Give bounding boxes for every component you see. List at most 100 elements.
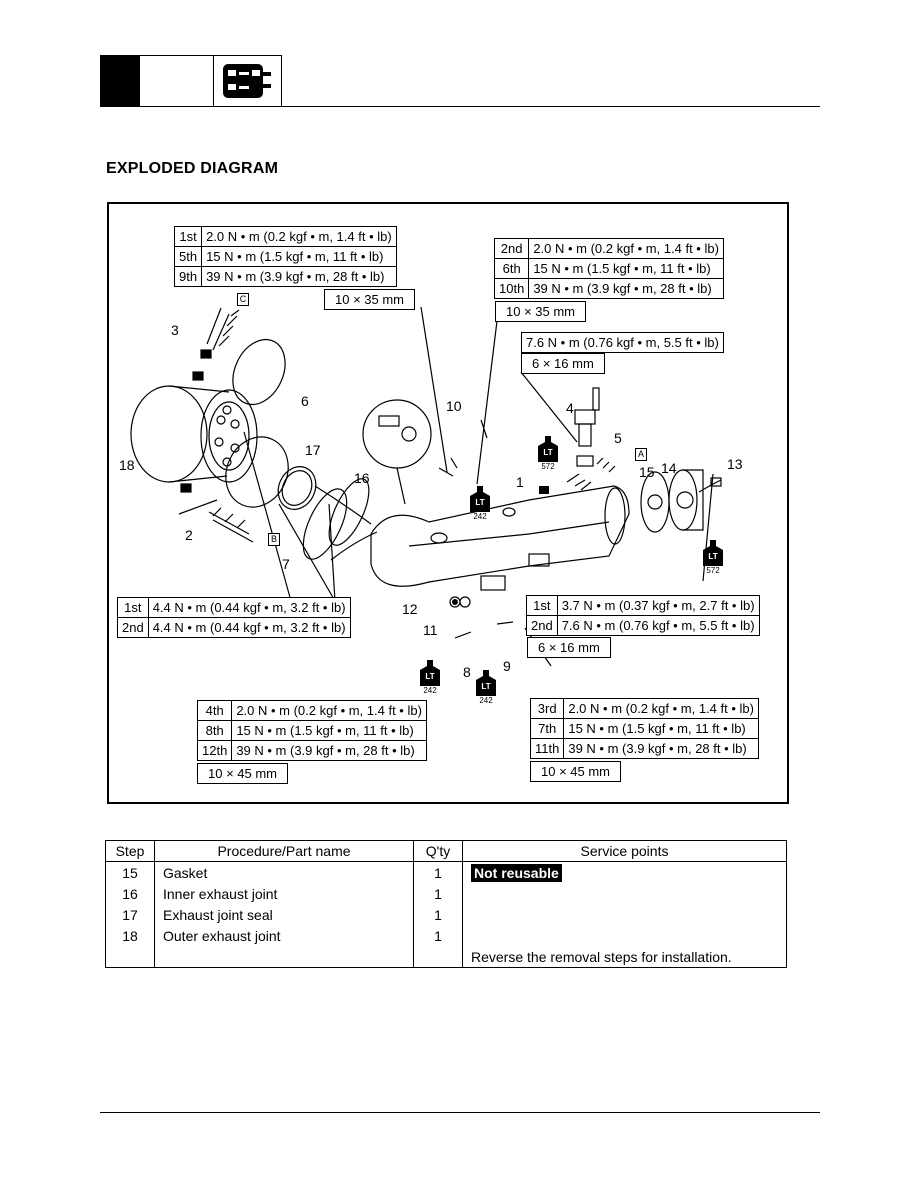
table-row: 18 Outer exhaust joint 1 <box>105 925 787 946</box>
locktite-number: 242 <box>473 512 487 521</box>
callout-16: 16 <box>354 470 370 486</box>
locktite-badge: LT 242 <box>475 670 497 705</box>
part-name: Exhaust joint seal <box>154 904 414 925</box>
section-tab-blank <box>140 55 214 107</box>
bolt-size-mid-right: 6 × 16 mm <box>527 637 611 658</box>
locktite-badge: LT 242 <box>469 486 491 521</box>
callout-3: 3 <box>171 322 179 338</box>
torque-stage: 2nd <box>493 238 530 259</box>
service-point <box>462 925 787 946</box>
quantity: 1 <box>413 883 463 904</box>
locktite-label: LT <box>543 448 552 457</box>
bolt-size-sensor: 6 × 16 mm <box>521 353 605 374</box>
step-number: 16 <box>105 883 155 904</box>
locktite-bottle-icon: LT <box>420 660 440 686</box>
locktite-bottle-icon: LT <box>476 670 496 696</box>
torque-stage: 2nd <box>526 615 558 636</box>
tools-icon <box>223 64 271 98</box>
callout-11: 11 <box>423 622 438 638</box>
footer-rule <box>100 1112 820 1113</box>
torque-value: 2.0 N • m (0.2 kgf • m, 1.4 ft • lb) <box>201 226 397 247</box>
torque-stage: 8th <box>196 720 233 741</box>
exhaust-assembly-drawing <box>130 306 722 667</box>
callout-5: 5 <box>614 430 622 446</box>
torque-value: 7.6 N • m (0.76 kgf • m, 5.5 ft • lb) <box>556 615 760 636</box>
locktite-number: 242 <box>423 686 437 695</box>
reference-letter-a: A <box>635 448 647 461</box>
locktite-bottle-icon: LT <box>538 436 558 462</box>
torque-value: 2.0 N • m (0.2 kgf • m, 1.4 ft • lb) <box>231 700 427 721</box>
torque-value: 15 N • m (1.5 kgf • m, 11 ft • lb) <box>231 720 427 741</box>
bolt-size-bottom-left: 10 × 45 mm <box>197 763 289 784</box>
section-tab-black <box>100 55 140 107</box>
service-point <box>462 904 787 925</box>
procedure-table: Step Procedure/Part name Q'ty Service po… <box>105 840 787 968</box>
step-number: 18 <box>105 925 155 946</box>
torque-value: 15 N • m (1.5 kgf • m, 11 ft • lb) <box>201 246 397 267</box>
torque-stage: 4th <box>196 700 233 721</box>
torque-stage: 2nd <box>117 617 149 638</box>
locktite-number: 572 <box>541 462 555 471</box>
step-number <box>105 946 155 968</box>
bolt-size-top-left: 10 × 35 mm <box>324 289 416 310</box>
locktite-badge: LT 572 <box>537 436 559 471</box>
locktite-label: LT <box>481 682 490 691</box>
torque-value: 39 N • m (3.9 kgf • m, 28 ft • lb) <box>231 740 427 761</box>
torque-stage: 11th <box>529 738 565 759</box>
torque-value: 15 N • m (1.5 kgf • m, 11 ft • lb) <box>563 718 759 739</box>
torque-value: 39 N • m (3.9 kgf • m, 28 ft • lb) <box>528 278 724 299</box>
torque-value: 7.6 N • m (0.76 kgf • m, 5.5 ft • lb) <box>521 332 724 353</box>
callout-7: 7 <box>282 556 290 572</box>
table-row: 7.6 N • m (0.76 kgf • m, 5.5 ft • lb) <box>521 332 724 353</box>
torque-stage: 1st <box>173 226 203 247</box>
callout-13: 13 <box>727 456 743 472</box>
page-title: EXPLODED DIAGRAM <box>106 160 279 177</box>
torque-stage: 10th <box>493 278 530 299</box>
step-number: 17 <box>105 904 155 925</box>
part-name: Gasket <box>154 861 414 883</box>
locktite-number: 242 <box>479 696 493 705</box>
locktite-bottle-icon: LT <box>703 540 723 566</box>
locktite-number: 572 <box>706 566 720 575</box>
torque-value: 4.4 N • m (0.44 kgf • m, 3.2 ft • lb) <box>147 617 351 638</box>
torque-value: 3.7 N • m (0.37 kgf • m, 2.7 ft • lb) <box>556 595 760 616</box>
header-step: Step <box>105 840 155 862</box>
locktite-label: LT <box>425 672 434 681</box>
callout-6: 6 <box>301 393 309 409</box>
quantity <box>413 946 463 968</box>
service-point <box>462 883 787 904</box>
header-service-points: Service points <box>462 840 787 862</box>
bolt-size-top-right: 10 × 35 mm <box>495 301 587 322</box>
torque-value: 4.4 N • m (0.44 kgf • m, 3.2 ft • lb) <box>147 597 351 618</box>
header-rule <box>100 106 820 107</box>
torque-table-sensor: 7.6 N • m (0.76 kgf • m, 5.5 ft • lb) <box>521 332 724 353</box>
torque-value: 39 N • m (3.9 kgf • m, 28 ft • lb) <box>201 266 397 287</box>
header-qty: Q'ty <box>413 840 463 862</box>
reference-letter-b: B <box>268 533 280 546</box>
torque-stage: 12th <box>196 740 233 761</box>
quantity: 1 <box>413 925 463 946</box>
callout-15: 15 <box>639 464 655 480</box>
reference-letter-c: C <box>237 293 249 306</box>
callout-17: 17 <box>305 442 321 458</box>
quantity: 1 <box>413 904 463 925</box>
not-reusable-badge: Not reusable <box>471 863 562 882</box>
callout-1: 1 <box>516 474 524 490</box>
locktite-label: LT <box>475 498 484 507</box>
callout-14: 14 <box>661 460 677 476</box>
